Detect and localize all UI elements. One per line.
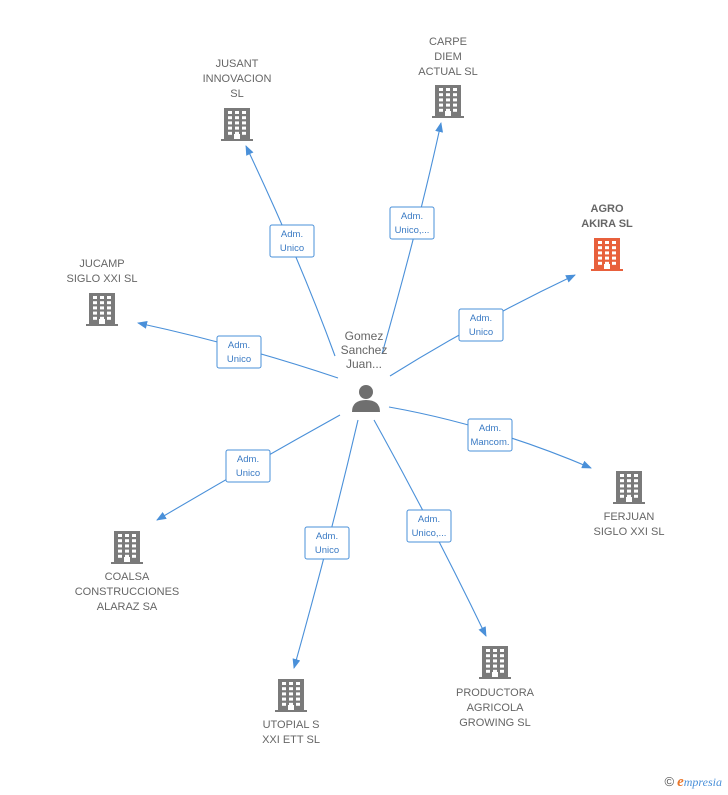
company-node-coalsa[interactable]: COALSA CONSTRUCCIONES ALARAZ SA: [75, 531, 180, 613]
company-name-line: ALARAZ SA: [97, 601, 158, 613]
person-name-line: Gomez: [345, 329, 384, 343]
role-label-box[interactable]: Adm. Unico: [225, 449, 271, 483]
company-node-jucamp[interactable]: JUCAMP SIGLO XXI SL: [67, 258, 138, 326]
company-node-utopial[interactable]: UTOPIAL S XXI ETT SL: [262, 679, 320, 746]
building-icon[interactable]: [591, 238, 623, 271]
role-label-line: Adm.: [401, 211, 423, 222]
edge-productora: Adm. Unico,...: [373, 419, 487, 637]
role-label-line: Unico: [227, 354, 251, 365]
role-label-box[interactable]: Adm. Mancom.: [467, 418, 513, 452]
building-icon[interactable]: [479, 646, 511, 679]
company-name-line: DIEM: [434, 51, 462, 63]
role-label-box[interactable]: Adm. Unico,...: [389, 206, 435, 240]
company-name-line: JUCAMP: [79, 258, 124, 270]
role-label-line: Adm.: [470, 313, 492, 324]
building-icon[interactable]: [275, 679, 307, 712]
company-node-ferjuan[interactable]: FERJUAN SIGLO XXI SL: [594, 471, 665, 538]
company-name-line: GROWING SL: [459, 717, 531, 729]
company-name-line: ACTUAL SL: [418, 66, 478, 78]
role-label-box[interactable]: Adm. Unico: [304, 526, 350, 560]
company-name-line: AKIRA SL: [581, 218, 633, 230]
edge-jusant: Adm. Unico: [245, 145, 336, 357]
company-name-line: AGRO: [591, 203, 624, 215]
brand-logo-text: mpresia: [683, 775, 722, 789]
company-node-jusant[interactable]: JUSANT INNOVACION SL: [203, 58, 272, 141]
role-label-line: Adm.: [281, 229, 303, 240]
person-name-line: Sanchez: [341, 343, 388, 357]
role-label-line: Adm.: [237, 454, 259, 465]
company-name-line: COALSA: [105, 571, 150, 583]
edge-agro: Adm. Unico: [389, 274, 576, 377]
building-icon[interactable]: [432, 85, 464, 118]
company-name-line: SIGLO XXI SL: [67, 273, 138, 285]
role-label-line: Unico,...: [412, 528, 447, 539]
copyright-symbol: ©: [664, 774, 675, 789]
company-name-line: AGRICOLA: [467, 702, 525, 714]
edge-utopial: Adm. Unico: [292, 419, 359, 669]
person-icon: [352, 385, 380, 412]
person-name-line: Juan...: [346, 357, 382, 371]
role-label-line: Unico: [236, 468, 260, 479]
role-label-box[interactable]: Adm. Unico: [216, 335, 262, 369]
edge-coalsa: Adm. Unico: [156, 414, 341, 521]
role-label-line: Unico: [280, 243, 304, 254]
company-node-carpe[interactable]: CARPE DIEM ACTUAL SL: [418, 36, 478, 118]
building-icon[interactable]: [613, 471, 645, 504]
company-name-line: SL: [230, 88, 243, 100]
person-node[interactable]: GomezSanchezJuan...: [341, 329, 388, 412]
role-label-box[interactable]: Adm. Unico: [269, 224, 315, 258]
company-name-line: JUSANT: [216, 58, 259, 70]
edge-jucamp: Adm. Unico: [137, 320, 339, 379]
brand-footer: ©empresia: [665, 774, 723, 791]
building-icon[interactable]: [221, 108, 253, 141]
company-node-productora[interactable]: PRODUCTORA AGRICOLA GROWING SL: [456, 646, 535, 729]
role-label-line: Mancom.: [470, 437, 509, 448]
building-icon[interactable]: [86, 293, 118, 326]
role-label-line: Adm.: [316, 531, 338, 542]
company-name-line: XXI ETT SL: [262, 734, 320, 746]
role-label-line: Unico,...: [395, 225, 430, 236]
role-label-line: Adm.: [418, 514, 440, 525]
company-name-line: FERJUAN: [604, 511, 655, 523]
edge-ferjuan: Adm. Mancom.: [388, 406, 592, 469]
role-label-line: Adm.: [228, 340, 250, 351]
role-label-line: Unico: [469, 327, 493, 338]
building-icon[interactable]: [111, 531, 143, 564]
company-name-line: CARPE: [429, 36, 467, 48]
role-label-line: Adm.: [479, 423, 501, 434]
company-node-agro[interactable]: AGRO AKIRA SL: [581, 203, 633, 271]
role-label-line: Unico: [315, 545, 339, 556]
role-label-box[interactable]: Adm. Unico,...: [406, 509, 452, 543]
company-name-line: INNOVACION: [203, 73, 272, 85]
company-name-line: UTOPIAL S: [263, 719, 320, 731]
company-name-line: CONSTRUCCIONES: [75, 586, 180, 598]
brand-logo-initial: e: [677, 774, 684, 790]
company-name-line: PRODUCTORA: [456, 687, 535, 699]
edge-carpe: Adm. Unico,...: [381, 122, 444, 355]
company-name-line: SIGLO XXI SL: [594, 526, 665, 538]
role-label-box[interactable]: Adm. Unico: [458, 308, 504, 342]
